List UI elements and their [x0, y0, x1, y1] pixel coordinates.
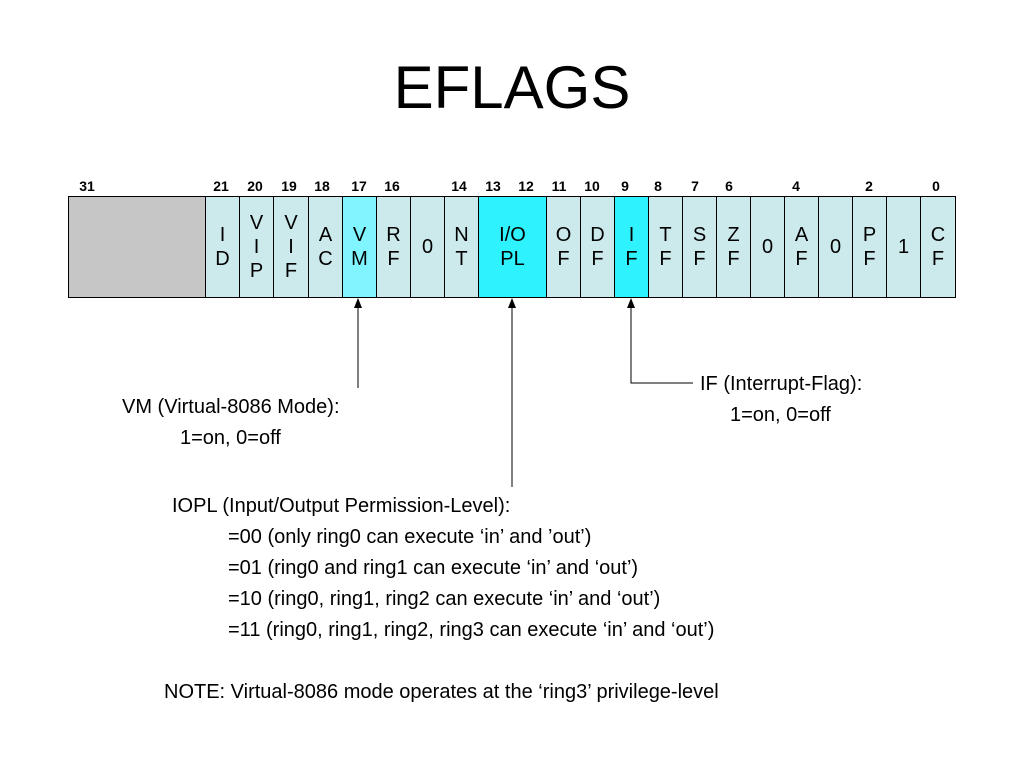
bit-number-7: 7: [691, 178, 699, 194]
flag-cell-cf: C F: [921, 197, 955, 297]
iopl-annotation: IOPL (Input/Output Permission-Level): =0…: [172, 491, 714, 646]
bit-number-21: 21: [213, 178, 229, 194]
if-arrowhead: [627, 298, 635, 308]
bit-number-0: 0: [932, 178, 940, 194]
eflags-register: I D V I P V I F A C V M R F 0 N T I/O PL…: [68, 196, 956, 298]
bit-number-17: 17: [351, 178, 367, 194]
flag-cell-vm: V M: [343, 197, 377, 297]
flag-cell-tf: T F: [649, 197, 683, 297]
flag-cell-bit15-zero: 0: [411, 197, 445, 297]
flag-cell-bit1-one: 1: [887, 197, 921, 297]
if-annotation: IF (Interrupt-Flag): 1=on, 0=off: [700, 369, 862, 431]
iopl-item: =01 (ring0 and ring1 can execute ‘in’ an…: [228, 557, 639, 579]
flag-cell-nt: N T: [445, 197, 479, 297]
bit-number-14: 14: [451, 178, 467, 194]
slide-title: EFLAGS: [393, 54, 631, 121]
iopl-item: =10 (ring0, ring1, ring2 can execute ‘in…: [228, 588, 661, 610]
flag-cell-id: I D: [206, 197, 240, 297]
iopl-item: =11 (ring0, ring1, ring2, ring3 can exec…: [228, 619, 715, 641]
flag-cell-af: A F: [785, 197, 819, 297]
iopl-arrowhead: [508, 298, 516, 308]
flag-cell-of: O F: [547, 197, 581, 297]
flag-cell-pf: P F: [853, 197, 887, 297]
bit-number-12: 12: [518, 178, 534, 194]
flag-cell-bit5-zero: 0: [751, 197, 785, 297]
iopl-annotation-title: IOPL (Input/Output Permission-Level):: [172, 495, 511, 517]
if-annotation-title: IF (Interrupt-Flag):: [700, 373, 863, 395]
bit-number-16: 16: [384, 178, 400, 194]
flag-cell-bit3-zero: 0: [819, 197, 853, 297]
flag-cell-rf: R F: [377, 197, 411, 297]
bit-number-11: 11: [551, 178, 567, 194]
flag-cell-vip: V I P: [240, 197, 274, 297]
bit-number-4: 4: [792, 178, 800, 194]
flag-cell-ac: A C: [309, 197, 343, 297]
flag-cell-df: D F: [581, 197, 615, 297]
if-arrow-line: [630, 306, 693, 384]
bit-number-20: 20: [247, 178, 263, 194]
note-text: NOTE: Virtual-8086 mode operates at the …: [164, 681, 719, 703]
vm-arrowhead: [354, 298, 362, 308]
bit-number-19: 19: [281, 178, 297, 194]
iopl-item: =00 (only ring0 can execute ‘in’ and ’ou…: [228, 526, 592, 548]
bit-number-18: 18: [314, 178, 330, 194]
bit-number-9: 9: [621, 178, 629, 194]
bit-number-13: 13: [485, 178, 501, 194]
vm-annotation-title: VM (Virtual-8086 Mode):: [122, 396, 340, 418]
flag-cell-iopl: I/O PL: [479, 197, 547, 297]
if-annotation-values: 1=on, 0=off: [730, 404, 831, 426]
flag-cell-vif: V I F: [274, 197, 309, 297]
vm-annotation: VM (Virtual-8086 Mode): 1=on, 0=off: [122, 392, 340, 454]
vm-annotation-values: 1=on, 0=off: [180, 427, 281, 449]
bit-number-31: 31: [79, 178, 95, 194]
reserved-bits-cell: [69, 197, 206, 297]
bit-number-2: 2: [865, 178, 873, 194]
bit-number-10: 10: [584, 178, 600, 194]
bit-number-8: 8: [654, 178, 662, 194]
flag-cell-if: I F: [615, 197, 649, 297]
flag-cell-sf: S F: [683, 197, 717, 297]
bit-number-6: 6: [725, 178, 733, 194]
flag-cell-zf: Z F: [717, 197, 751, 297]
